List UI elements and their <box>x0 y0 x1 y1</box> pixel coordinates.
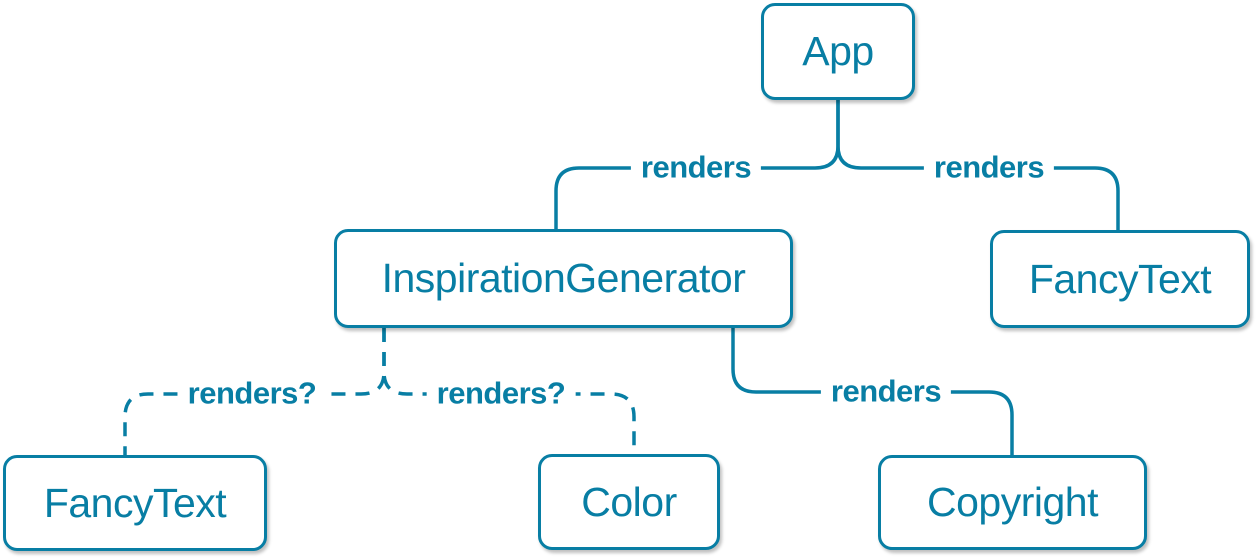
edge-label-renders-maybe-fancytext: renders? <box>177 376 327 411</box>
node-inspiration-generator-label: InspirationGenerator <box>381 255 746 301</box>
edge-label-renders-copyright: renders <box>820 374 952 409</box>
edge-inspirationgenerator-to-color-dashed <box>382 328 636 454</box>
node-copyright: Copyright <box>878 455 1147 550</box>
edge-label-renders-fancytext-top: renders <box>923 150 1055 185</box>
node-copyright-label: Copyright <box>927 479 1098 525</box>
node-fancy-text-bottom: FancyText <box>3 455 267 551</box>
edge-label-renders-inspirationgenerator: renders <box>630 150 762 185</box>
edge-inspirationgenerator-to-fancytext-dashed <box>123 328 386 455</box>
node-color: Color <box>538 454 720 550</box>
node-fancy-text-top-label: FancyText <box>1028 255 1212 302</box>
node-fancy-text-bottom-label: FancyText <box>43 479 227 526</box>
node-app: App <box>761 3 915 100</box>
node-fancy-text-top: FancyText <box>990 230 1250 328</box>
node-color-label: Color <box>581 478 677 525</box>
node-inspiration-generator: InspirationGenerator <box>334 229 793 328</box>
edge-label-renders-maybe-color: renders? <box>426 376 576 411</box>
node-app-label: App <box>802 28 874 74</box>
